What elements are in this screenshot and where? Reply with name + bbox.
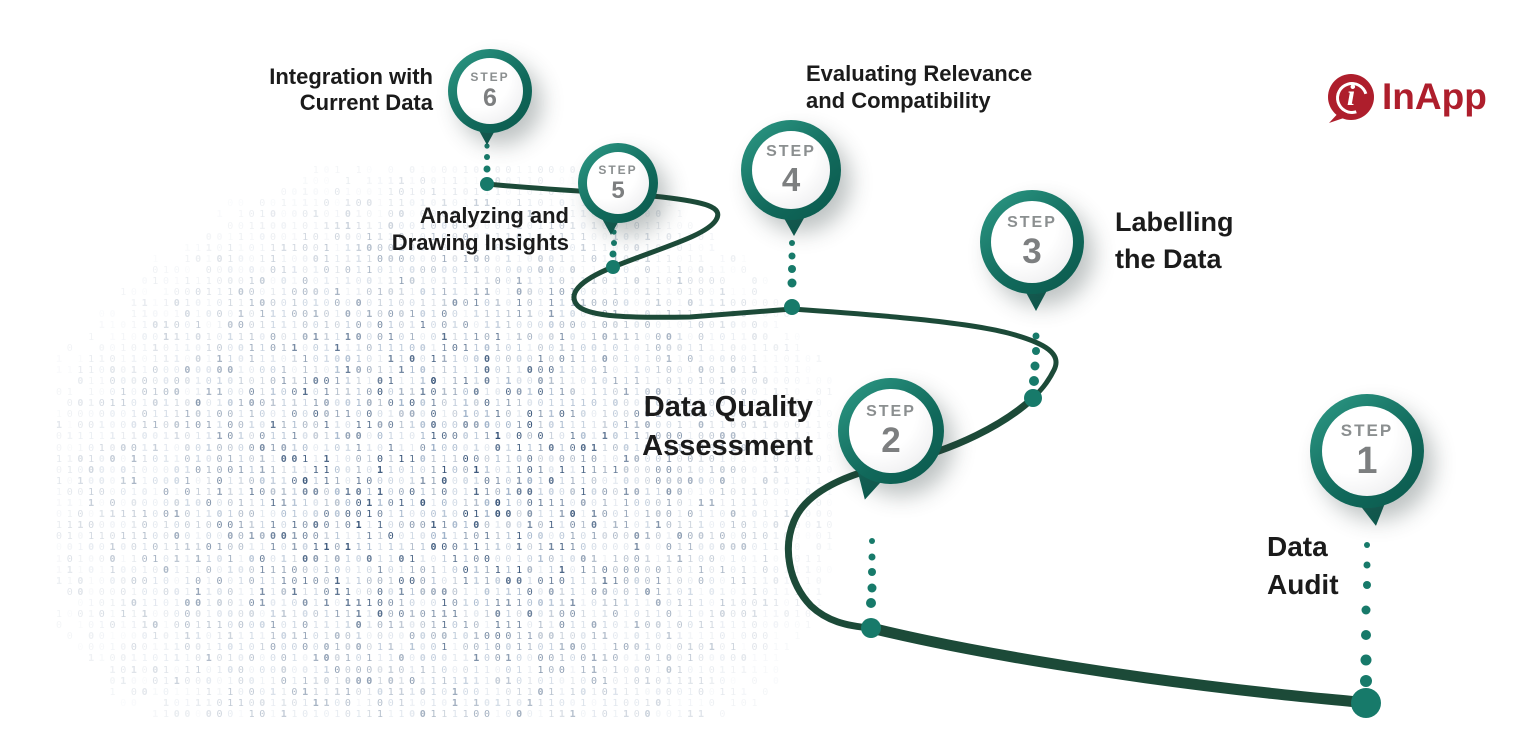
step-1-badge: STEP [1341,422,1393,439]
step-6-title: Integration with Current Data [269,64,433,116]
step-4-number: 4 [782,163,800,196]
step-5-pin-face: STEP 5 [587,152,649,214]
step-2-pin: STEP 2 [838,378,944,484]
connector-dot-step-2 [861,618,881,638]
step-2-title: Data Quality Assessment [642,388,813,466]
step-2-number: 2 [881,423,900,458]
step-6-title-line-2: Current Data [269,90,433,116]
step-4-pin-face: STEP 4 [752,131,830,209]
step-4-title-line-2: and Compatibility [806,87,1032,114]
step-3-title-line-1: Labelling [1115,204,1234,241]
step-3-badge: STEP [1007,215,1057,231]
step-2-title-line-1: Data Quality [642,388,813,427]
step-3-pin-face: STEP 3 [991,201,1073,283]
step-1-pin-face: STEP 1 [1322,406,1412,496]
logo-i-letter: i [1327,78,1375,114]
step-2-pin-face: STEP 2 [849,389,933,473]
dotted-leader-step-1 [1360,542,1372,687]
step-2-title-line-2: Assessment [642,427,813,466]
step-6-title-line-1: Integration with [269,64,433,90]
step-4-badge: STEP [766,144,816,160]
dotted-leader-step-2 [866,538,877,608]
step-2-badge: STEP [866,404,916,420]
dotted-leader-step-3 [1029,332,1040,386]
inapp-logo-icon: i [1327,73,1375,123]
inapp-logo: i InApp [1327,73,1487,123]
inapp-logo-wordmark: InApp [1382,76,1487,118]
logo-disc [1328,74,1374,120]
step-6-pin: STEP 6 [448,49,532,145]
step-5-badge: STEP [598,164,637,176]
step-5-title-line-2: Drawing Insights [392,229,569,256]
step-1-number: 1 [1356,442,1377,480]
step-1-title-line-2: Audit [1267,566,1339,604]
step-3-number: 3 [1022,234,1041,269]
step-5-number: 5 [611,178,624,203]
step-1-title-line-1: Data [1267,528,1339,566]
step-4-title-line-1: Evaluating Relevance [806,60,1032,87]
step-5-pin: STEP 5 [578,143,658,235]
step-6-number: 6 [483,86,497,111]
connector-dot-step-3 [1024,389,1042,407]
step-3-title-line-2: the Data [1115,241,1234,278]
path-segment-steps-2-to-1 [865,622,1372,709]
step-1-pin: STEP 1 [1310,394,1424,508]
path-start-dot-step-1 [1351,688,1381,718]
step-5-title: Analyzing and Drawing Insights [392,202,569,256]
step-6-badge: STEP [470,71,509,83]
step-5-title-line-1: Analyzing and [392,202,569,229]
step-1-title: Data Audit [1267,528,1339,604]
step-4-title: Evaluating Relevance and Compatibility [806,60,1032,114]
step-3-pin: STEP 3 [980,190,1084,311]
step-4-pin: STEP 4 [741,120,841,236]
step-6-pin-face: STEP 6 [457,58,523,124]
step-3-title: Labelling the Data [1115,204,1234,278]
